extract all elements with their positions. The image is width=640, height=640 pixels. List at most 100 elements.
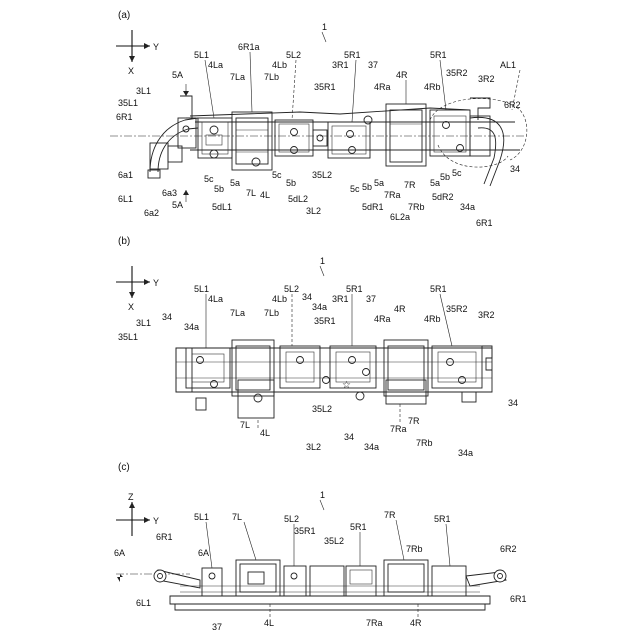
label-b-19: 35R1	[314, 316, 336, 326]
panel-a: (a) 1 Y X	[110, 10, 527, 228]
label-a-25: 6a3	[162, 188, 177, 198]
label-b-1: 4La	[208, 294, 223, 304]
label-a-18: 3R2	[478, 74, 495, 84]
label-a-8: 5A	[172, 70, 183, 80]
label-b-24: 4L	[260, 428, 270, 438]
label-b-7: 5R1	[346, 284, 363, 294]
label-b-8: 37	[366, 294, 376, 304]
label-b-14: 3R2	[478, 310, 495, 320]
axis-y-label-a: Y	[153, 42, 159, 52]
label-b-29: 7R	[408, 416, 420, 426]
label-a-48: 5b	[440, 172, 450, 182]
label-b-12: 4Rb	[424, 314, 441, 324]
label-b-31: 34	[508, 398, 518, 408]
label-b-21: 35L1	[118, 332, 138, 342]
label-a-41: 5a	[374, 178, 384, 188]
label-b-18: 7Lb	[264, 308, 279, 318]
label-a-20: 3L1	[136, 86, 151, 96]
label-a-4: 4Lb	[272, 60, 287, 70]
label-a-44: 7Ra	[384, 190, 401, 200]
axis-y-label-c: Y	[153, 516, 159, 526]
label-a-40: 5b	[362, 182, 372, 192]
axis-y-label-b: Y	[153, 278, 159, 288]
label-a-28: 5b	[214, 184, 224, 194]
label-a-11: 3R1	[332, 60, 349, 70]
axis-cross-c: Z Y	[116, 492, 159, 536]
label-c-16: 4L	[264, 618, 274, 628]
label-c-17: 7Ra	[366, 618, 383, 628]
label-a-35: 5c	[272, 170, 282, 180]
label-c-10: 6A	[114, 548, 125, 558]
label-b-32: 34a	[458, 448, 473, 458]
panel-b: (b) 1 Y X	[116, 236, 518, 458]
axis-x-label-a: X	[128, 66, 134, 76]
ref-main-c: 1	[320, 490, 325, 500]
label-a-17: 35R2	[446, 68, 468, 78]
label-a-34: 5b	[286, 178, 296, 188]
label-a-52: 6R1	[476, 218, 493, 228]
label-a-29: 5dL1	[212, 202, 232, 212]
label-b-16: 34a	[184, 322, 199, 332]
label-a-47: 5a	[430, 178, 440, 188]
label-a-19: 6R2	[504, 100, 521, 110]
label-b-10: 4Ra	[374, 314, 391, 324]
label-a-3: 5L2	[286, 50, 301, 60]
axis-cross-b: Y X	[116, 266, 159, 312]
label-b-13: 35R2	[446, 304, 468, 314]
label-a-33: 7L	[246, 188, 256, 198]
axis-x-label-b: X	[128, 302, 134, 312]
label-a-32: 4L	[260, 190, 270, 200]
label-b-9: 4R	[394, 304, 406, 314]
label-a-38: 3L2	[306, 206, 321, 216]
label-b-22: 35L2	[312, 404, 332, 414]
label-b-6: 3R1	[332, 294, 349, 304]
panel-c: (c) 1 Z Y	[114, 462, 527, 632]
label-b-5: 34a	[312, 302, 327, 312]
labels-b: 5L1 4La 5L2 4Lb 34 34a 3R1 5R1 37 4R 4Ra…	[118, 284, 518, 458]
axis-z-label-c: Z	[128, 492, 134, 502]
label-c-5: 7R	[384, 510, 396, 520]
axis-cross-a: Y X	[116, 30, 159, 76]
label-c-14: 6R1	[510, 594, 527, 604]
label-c-13: 6L1	[136, 598, 151, 608]
label-a-51: 34a	[460, 202, 475, 212]
panel-label-c: (c)	[118, 462, 130, 473]
label-b-26: 34	[344, 432, 354, 442]
label-a-49: 5c	[452, 168, 462, 178]
labels-a: 6R1a 5L1 4La 5L2 4Lb 5R1 5R1 AL1 5A 7La …	[116, 42, 521, 228]
label-b-4: 34	[302, 292, 312, 302]
label-c-7: 6R1	[156, 532, 173, 542]
label-c-12: 6R2	[500, 544, 517, 554]
label-a-27: 5A	[172, 200, 183, 210]
label-a-13: 35R1	[314, 82, 336, 92]
label-a-50: 5dR2	[432, 192, 454, 202]
label-a-22: 6R1	[116, 112, 133, 122]
label-a-2: 4La	[208, 60, 223, 70]
label-b-27: 34a	[364, 442, 379, 452]
ref-main-b: 1	[320, 256, 325, 266]
label-a-46: 7R	[404, 180, 416, 190]
label-c-0: 5L1	[194, 512, 209, 522]
label-c-3: 35R1	[294, 526, 316, 536]
label-a-7: AL1	[500, 60, 516, 70]
panel-label-b: (b)	[118, 236, 130, 247]
label-a-23: 6a1	[118, 170, 133, 180]
label-a-21: 35L1	[118, 98, 138, 108]
label-a-14: 4R	[396, 70, 408, 80]
label-a-9: 7La	[230, 72, 245, 82]
label-b-15: 34	[162, 312, 172, 322]
label-a-10: 7Lb	[264, 72, 279, 82]
label-c-1: 7L	[232, 512, 242, 522]
label-a-12: 37	[368, 60, 378, 70]
label-a-53: 34	[510, 164, 520, 174]
label-c-2: 5L2	[284, 514, 299, 524]
label-b-0: 5L1	[194, 284, 209, 294]
label-b-28: 7Ra	[390, 424, 407, 434]
label-b-2: 5L2	[284, 284, 299, 294]
label-c-4: 5R1	[350, 522, 367, 532]
label-a-5: 5R1	[344, 50, 361, 60]
label-b-3: 4Lb	[272, 294, 287, 304]
label-b-23: 7L	[240, 420, 250, 430]
label-a-0: 6R1a	[238, 42, 260, 52]
